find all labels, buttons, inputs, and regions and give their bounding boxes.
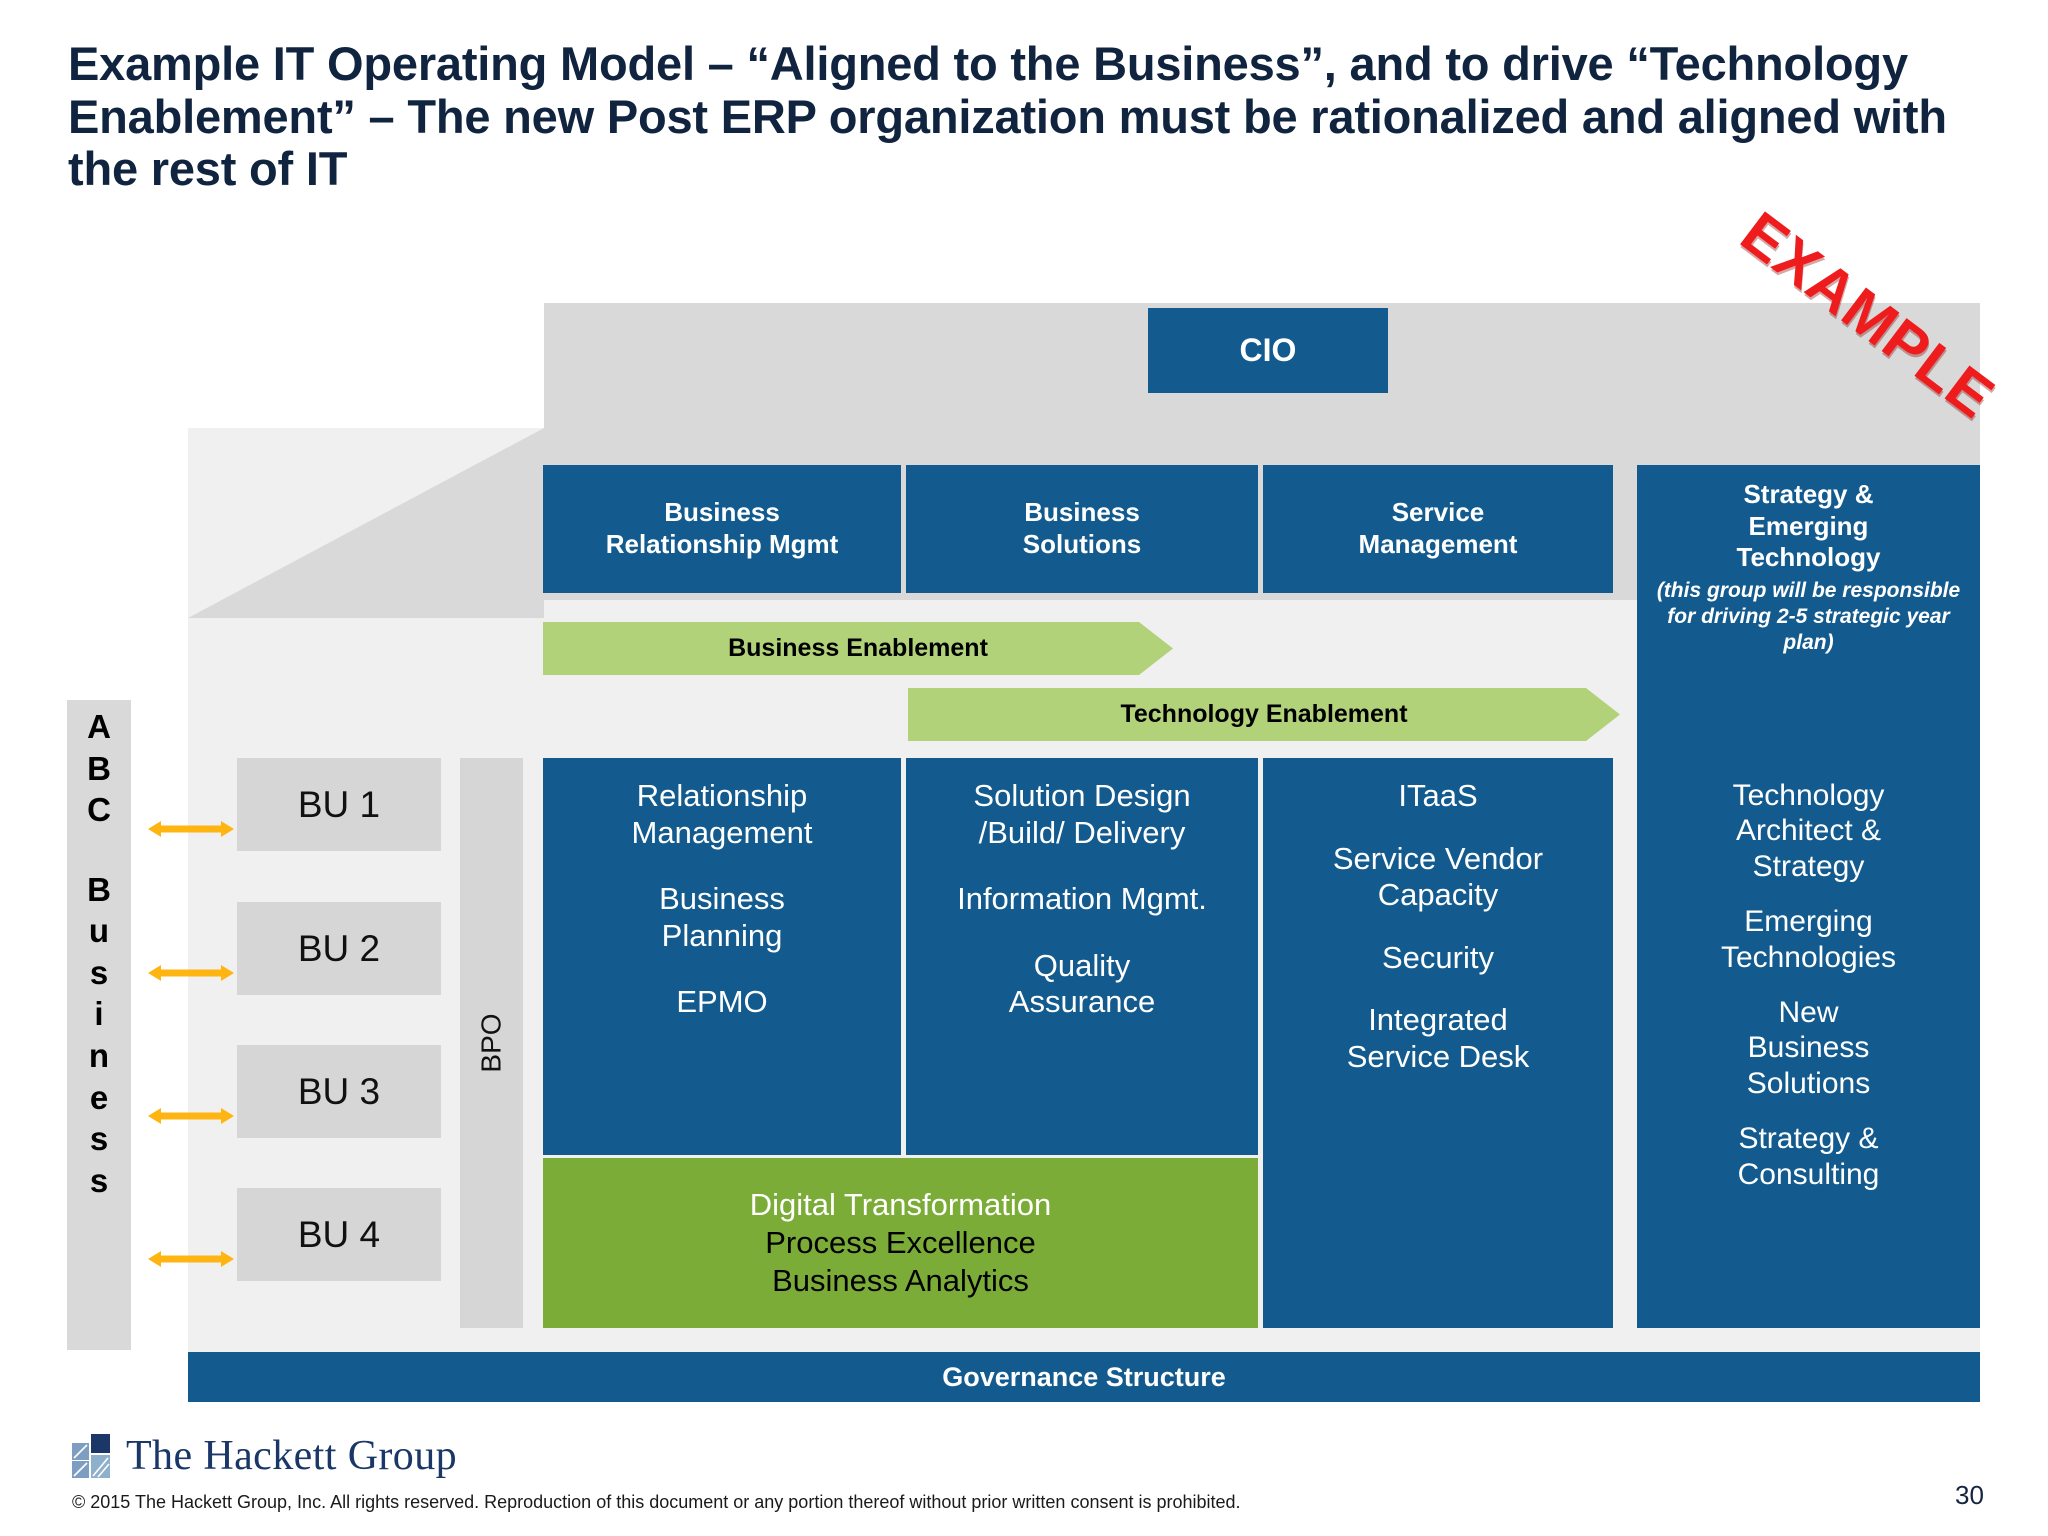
strategy-note: (this group will be responsible for driv… — [1656, 579, 1961, 654]
business-letter: s — [89, 953, 109, 991]
header-box-business-relationship-mgmt[interactable]: Business Relationship Mgmt — [543, 465, 901, 593]
content-column-strategy-emerging-technology[interactable]: Technology Architect & Strategy Emerging… — [1637, 758, 1980, 1328]
governance-structure-bar[interactable]: Governance Structure — [188, 1352, 1980, 1402]
header-box-strategy-emerging-technology[interactable]: Strategy & Emerging Technology (this gro… — [1637, 465, 1980, 760]
content-column-business-solutions[interactable]: Solution Design /Build/ Delivery Informa… — [906, 758, 1258, 1155]
chevron-business-enablement: Business Enablement — [543, 622, 1173, 675]
band-gap-mask — [544, 600, 1980, 618]
chevron-label: Business Enablement — [728, 634, 988, 662]
bpo-label: BPO — [475, 1013, 507, 1073]
business-letter: u — [88, 912, 110, 950]
hackett-logo-mark-icon — [72, 1434, 110, 1478]
content-item: ITaaS — [1398, 778, 1478, 813]
content-item: EPMO — [676, 984, 768, 1020]
business-letter: s — [89, 1120, 109, 1158]
abc-letter: C — [87, 791, 111, 829]
content-item: Business Planning — [659, 881, 785, 953]
chevron-label: Technology Enablement — [1120, 700, 1408, 728]
abc-business-strip: A B C B u s i n e s s — [67, 700, 131, 1350]
bpo-column[interactable]: BPO — [460, 758, 523, 1328]
business-letter: n — [88, 1037, 110, 1075]
content-item: Service Vendor Capacity — [1332, 840, 1544, 913]
business-unit-box-4[interactable]: BU 4 — [237, 1188, 441, 1281]
content-item: Technology Architect & Strategy — [1732, 779, 1885, 883]
content-column-business-relationship-mgmt[interactable]: Relationship Management Business Plannin… — [543, 758, 901, 1155]
bu-label: BU 4 — [297, 1213, 381, 1255]
business-letter: s — [89, 1161, 109, 1199]
content-item: Information Mgmt. — [957, 881, 1207, 917]
cio-label: CIO — [1239, 332, 1297, 368]
content-item: Security — [1382, 939, 1494, 975]
hackett-logo-text: The Hackett Group — [126, 1433, 458, 1479]
abc-letter: A — [87, 708, 111, 745]
content-item: Integrated Service Desk — [1346, 1002, 1530, 1074]
digital-line-1: Digital Transformation — [749, 1187, 1052, 1223]
bu-label: BU 1 — [297, 783, 381, 825]
business-letter: e — [89, 1078, 109, 1116]
digital-transformation-band[interactable]: Digital Transformation Process Excellenc… — [543, 1158, 1258, 1328]
content-item: Solution Design /Build/ Delivery — [973, 778, 1191, 850]
content-item: Strategy & Consulting — [1737, 1122, 1880, 1191]
double-arrow-bu1-icon — [148, 821, 234, 837]
header-label: Business Solutions — [1022, 497, 1142, 559]
content-item: Quality Assurance — [1008, 947, 1156, 1020]
header-box-service-management[interactable]: Service Management — [1263, 465, 1613, 593]
copyright-notice: © 2015 The Hackett Group, Inc. All right… — [72, 1492, 1241, 1512]
business-letter: B — [87, 870, 111, 908]
double-arrow-bu2-icon — [148, 965, 234, 981]
header-label: Business Relationship Mgmt — [605, 497, 839, 559]
chevron-technology-enablement: Technology Enablement — [908, 688, 1620, 741]
page-title: Example IT Operating Model – “Aligned to… — [68, 37, 1947, 196]
header-box-business-solutions[interactable]: Business Solutions — [906, 465, 1258, 593]
content-item: New Business Solutions — [1746, 995, 1871, 1100]
abc-letter: B — [87, 749, 111, 787]
content-column-service-management[interactable]: ITaaS Service Vendor Capacity Security I… — [1263, 758, 1613, 1328]
cio-box[interactable]: CIO — [1148, 308, 1388, 393]
header-band-wedge — [188, 428, 544, 618]
header-label: Service Management — [1358, 497, 1518, 559]
digital-line-2: Process Excellence — [765, 1225, 1036, 1261]
double-arrow-bu3-icon — [148, 1108, 234, 1124]
governance-label: Governance Structure — [942, 1361, 1226, 1392]
page-number: 30 — [1955, 1480, 1984, 1510]
strategy-title: Strategy & Emerging Technology — [1736, 479, 1881, 573]
business-unit-box-3[interactable]: BU 3 — [237, 1045, 441, 1138]
hackett-group-logo: The Hackett Group — [72, 1432, 457, 1480]
bu-label: BU 3 — [297, 1070, 381, 1112]
content-item: Emerging Technologies — [1720, 905, 1897, 974]
business-unit-box-1[interactable]: BU 1 — [237, 758, 441, 851]
business-letter: i — [94, 995, 104, 1033]
digital-line-3: Business Analytics — [772, 1262, 1029, 1298]
bu-label: BU 2 — [297, 927, 381, 969]
business-unit-box-2[interactable]: BU 2 — [237, 902, 441, 995]
content-item: Relationship Management — [631, 778, 813, 850]
double-arrow-bu4-icon — [148, 1251, 234, 1267]
